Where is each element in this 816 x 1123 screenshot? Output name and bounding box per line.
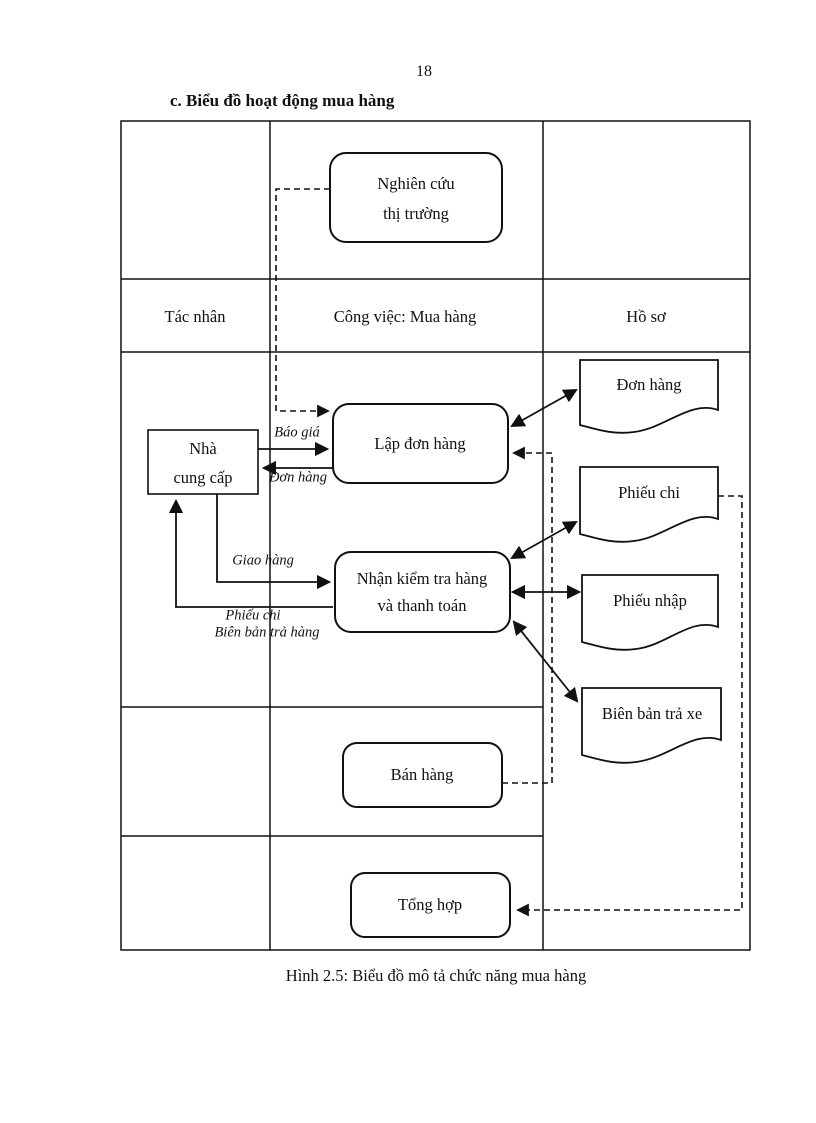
figure-caption: Hình 2.5: Biểu đồ mô tả chức năng mua hà… <box>285 966 587 985</box>
node-create-order-label: Lập đơn hàng <box>374 434 466 453</box>
arrow-delivery <box>216 494 332 590</box>
node-receive-check-label-line2: và thanh toán <box>377 596 467 615</box>
dashed-arrow-sales-to-order <box>502 446 553 784</box>
dashed-arrow-voucher-to-summary <box>516 495 743 917</box>
node-summary-label: Tổng hợp <box>397 895 463 914</box>
node-supplier-shape <box>147 429 259 495</box>
flow-label-return-record: Biên bản trả hàng <box>214 624 320 641</box>
node-market-research-label-line2: thị trường <box>383 204 449 223</box>
node-supplier-label-line1: Nhà <box>189 439 217 458</box>
node-receive-check-label-line1: Nhận kiểm tra hàng <box>356 569 488 588</box>
node-market-research-label-line1: Nghiên cứu <box>377 174 455 193</box>
doc-receipt-note-shape <box>581 574 719 651</box>
doc-payment-voucher-label: Phiếu chi <box>618 483 680 502</box>
node-summary-shape <box>350 872 511 938</box>
arrow-receive-payment-voucher <box>510 520 578 560</box>
arrow-receive-return-record <box>512 620 579 703</box>
flow-label-payment-voucher: Phiếu chi <box>225 607 281 624</box>
dashed-arrow-research-to-order <box>275 188 330 418</box>
doc-return-record-shape <box>581 687 722 764</box>
arrow-voucher-return <box>168 498 333 608</box>
node-create-order-shape <box>332 403 509 484</box>
table-outer-border <box>120 120 751 951</box>
doc-order-shape <box>579 359 719 434</box>
column-header-records: Hồ sơ <box>626 307 666 326</box>
column-header-task: Công việc: Mua hàng <box>333 307 477 326</box>
doc-payment-voucher-shape <box>579 466 719 543</box>
doc-order-label: Đơn hàng <box>616 375 682 394</box>
arrow-create-order-doc <box>510 388 578 428</box>
doc-receipt-note-label: Phiếu nhập <box>613 591 687 610</box>
node-sales-label: Bán hàng <box>390 765 454 784</box>
flow-label-delivery: Giao hàng <box>232 552 294 569</box>
node-receive-check-shape <box>334 551 511 633</box>
node-market-research-shape <box>329 152 503 243</box>
section-heading: c. Biểu đồ hoạt động mua hàng <box>170 91 395 110</box>
node-sales-shape <box>342 742 503 808</box>
page-number: 18 <box>416 63 432 80</box>
column-header-actor: Tác nhân <box>164 307 226 326</box>
doc-return-record-label: Biên bản trả xe <box>601 704 703 723</box>
flow-label-quote: Báo giá <box>274 424 320 441</box>
flow-label-order: Đơn hàng <box>268 469 328 486</box>
node-supplier-label-line2: cung cấp <box>173 468 233 487</box>
